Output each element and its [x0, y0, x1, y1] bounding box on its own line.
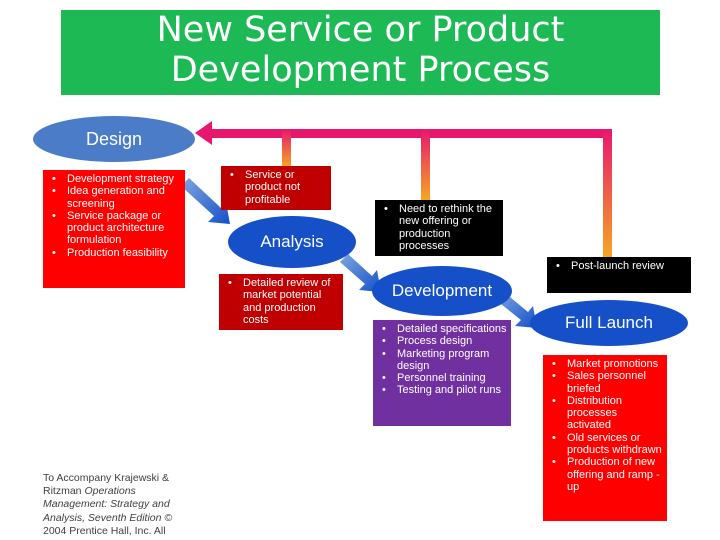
list-item: Service package or product architecture … — [52, 210, 181, 247]
launch-tasks-box: Market promotions Sales personnel briefe… — [543, 355, 667, 521]
riser-development — [421, 129, 430, 200]
title-banner: New Service or Product Development Proce… — [61, 10, 660, 95]
stage-analysis: Analysis — [228, 216, 356, 268]
list-item: Idea generation and screening — [52, 185, 181, 210]
list-item: Marketing program design — [382, 348, 507, 373]
title-line-1: New Service or Product — [156, 10, 565, 50]
credit-line-2: Ritzman Operations — [43, 485, 193, 498]
list-item: Sales personnel briefed — [552, 370, 663, 395]
development-feedback-box: Need to rethink the new offering or prod… — [375, 200, 503, 256]
credit-line-4: Analysis, Seventh Edition © — [43, 511, 173, 524]
list-item: Testing and pilot runs — [382, 384, 507, 397]
riser-analysis — [282, 129, 291, 167]
arrow-analysis-to-development — [340, 254, 381, 292]
stage-full-launch-label: Full Launch — [565, 313, 653, 332]
list-item: Process design — [382, 335, 507, 348]
list-item: Service or product not profitable — [230, 169, 327, 206]
development-tasks-box: Detailed specifications Process design M… — [373, 320, 511, 426]
list-item: Production feasibility — [52, 247, 181, 260]
list-item: Distribution processes activated — [552, 395, 663, 432]
credit-line-1: To Accompany Krajewski & — [43, 472, 170, 484]
list-item: Detailed review of market potential and … — [228, 277, 339, 326]
stage-development: Development — [372, 266, 512, 316]
source-credit: To Accompany Krajewski & Ritzman Operati… — [43, 472, 193, 538]
list-item: Production of new offering and ramp -up — [552, 456, 663, 493]
stage-analysis-label: Analysis — [260, 232, 324, 251]
analysis-feedback-box: Service or product not profitable — [221, 166, 331, 210]
list-item: Need to rethink the new offering or prod… — [384, 203, 499, 252]
credit-title-italic: Operations — [84, 485, 136, 498]
feedback-arrowhead — [195, 121, 212, 145]
credit-line-3: Management: Strategy and — [43, 498, 170, 511]
credit-author: Ritzman — [43, 485, 82, 498]
list-item: Development strategy — [52, 173, 181, 186]
stage-full-launch: Full Launch — [530, 300, 688, 346]
title-line-2: Development Process — [170, 50, 551, 90]
launch-feedback-box: Post-launch review — [547, 257, 691, 293]
stage-development-label: Development — [391, 281, 493, 300]
list-item: Old services or products withdrawn — [552, 432, 663, 457]
list-item: Post-launch review — [556, 260, 687, 273]
stage-design: Design — [33, 116, 195, 162]
stage-design-label: Design — [85, 128, 143, 149]
analysis-tasks-box: Detailed review of market potential and … — [219, 274, 343, 330]
arrow-design-to-analysis — [181, 178, 230, 224]
design-tasks-box: Development strategy Idea generation and… — [43, 170, 185, 288]
riser-launch — [603, 129, 612, 257]
list-item: Detailed specifications — [382, 323, 507, 336]
credit-line-5: 2004 Prentice Hall, Inc. All — [43, 524, 166, 537]
arrow-development-to-launch — [496, 292, 537, 328]
list-item: Personnel training — [382, 372, 507, 385]
list-item: Market promotions — [552, 358, 663, 371]
feedback-bar — [210, 129, 612, 138]
